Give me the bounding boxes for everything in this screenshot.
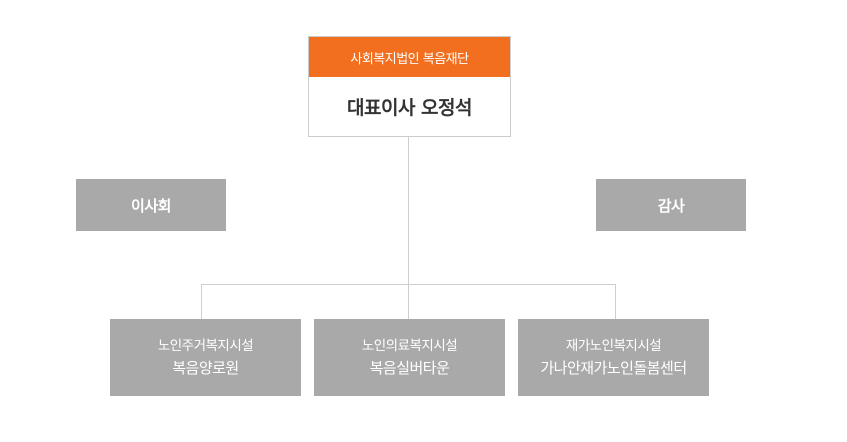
connector-right-drop [615,284,616,319]
ceo-name: 대표이사 오정석 [347,97,472,119]
facility-name: 가나안재가노인돌봄센터 [540,359,687,377]
audit-label: 감사 [657,196,685,215]
connector-left-drop [201,284,202,319]
connector-trunk [408,137,409,319]
facility-category: 노인의료복지시설 [361,338,458,354]
facility-category: 노인주거복지시설 [157,338,254,354]
foundation-header: 사회복지법인 복음재단 [309,37,510,77]
facility-node-residential: 노인주거복지시설 복음양로원 [110,319,301,396]
facility-name: 복음양로원 [172,359,239,377]
audit-node: 감사 [596,179,746,231]
facility-node-homecare: 재가노인복지시설 가나안재가노인돌봄센터 [518,319,709,396]
facility-name: 복음실버타운 [369,359,450,377]
board-label: 이사회 [131,196,171,215]
board-node: 이사회 [76,179,226,231]
facility-category: 재가노인복지시설 [565,338,662,354]
connector-branch [201,284,616,285]
facility-node-medical: 노인의료복지시설 복음실버타운 [314,319,505,396]
ceo-node: 사회복지법인 복음재단 대표이사 오정석 [308,36,511,137]
